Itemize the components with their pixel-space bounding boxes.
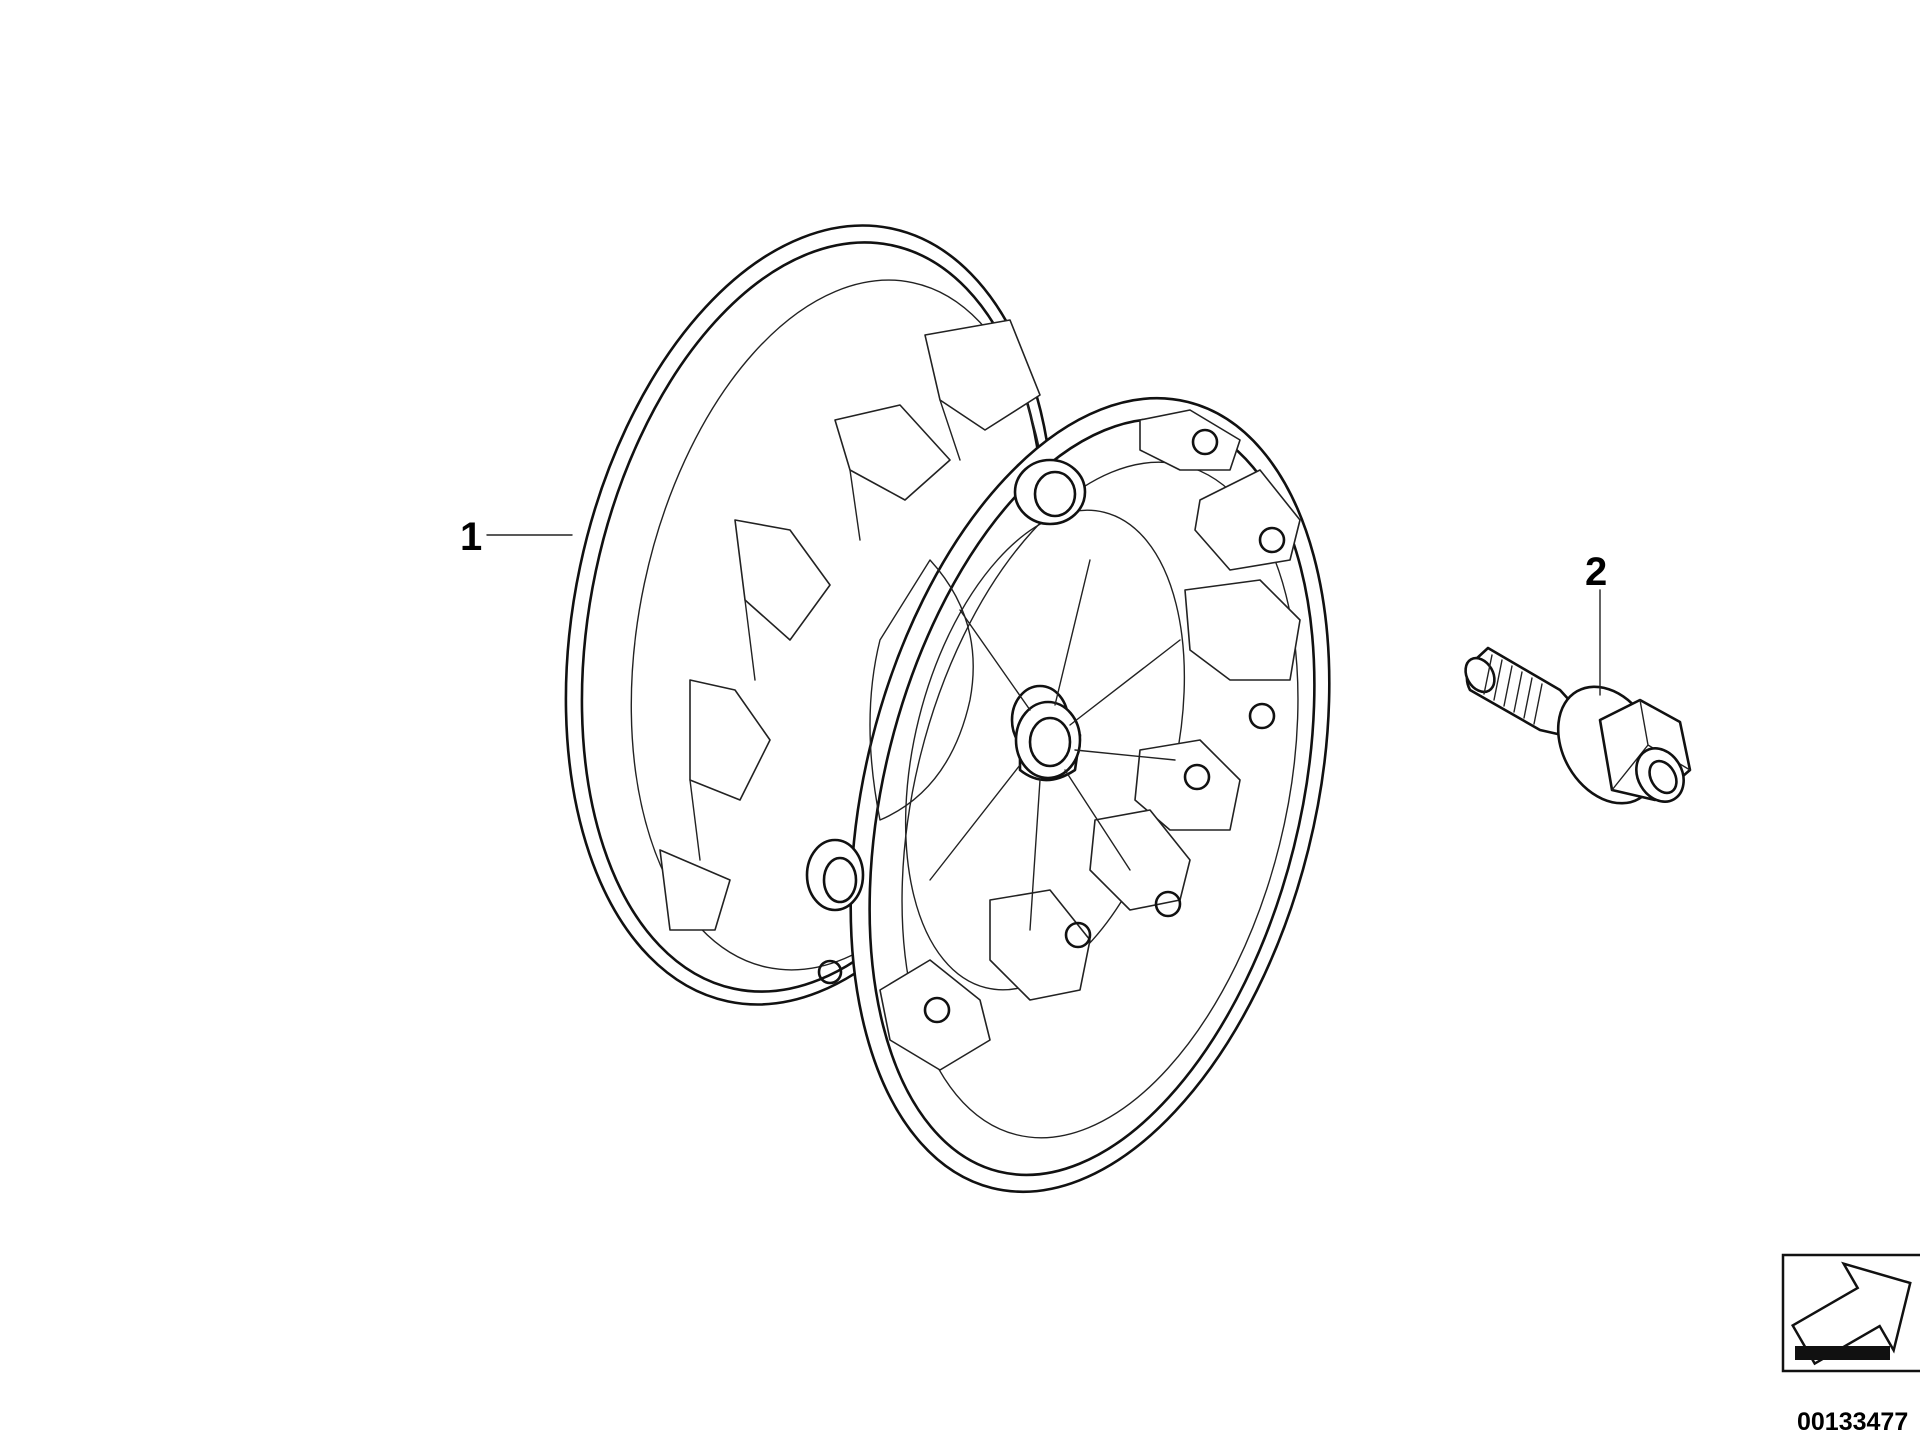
catalog-arrow-icon [1781,1253,1920,1373]
drawing-number: 00133477 [1797,1408,1908,1436]
wheel-rim-icon [564,224,1331,1194]
callout-1-label: 1 [460,515,482,559]
callout-2-label: 2 [1585,550,1607,594]
wheel-bolt-icon [1464,646,1692,805]
